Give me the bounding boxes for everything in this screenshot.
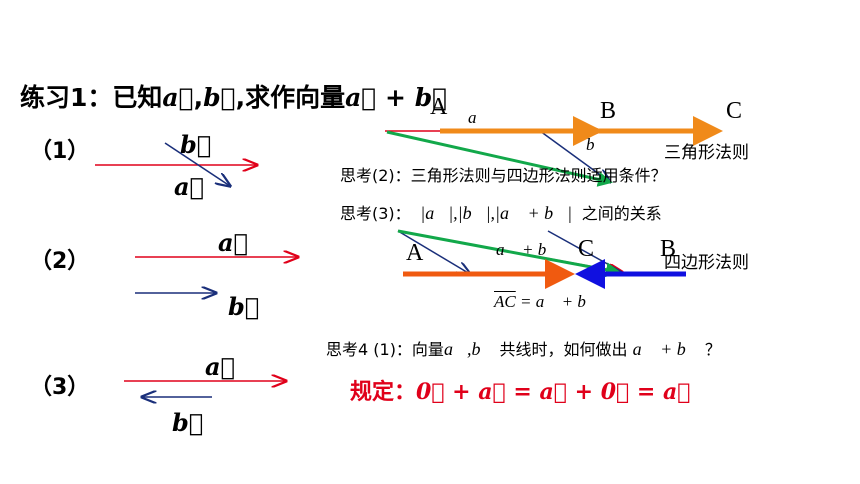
part-label-3: （3） bbox=[30, 375, 90, 400]
thought-4: 思考4 (1)：向量a⃗,b⃗ 共线时，如何做出 a⃗ + b⃗ ？ bbox=[326, 336, 721, 360]
part-label-2: （2） bbox=[30, 249, 90, 274]
tri-point-a: A bbox=[430, 94, 448, 120]
title-vec-a: a⃗ bbox=[162, 83, 194, 112]
p1-arrow-b bbox=[164, 142, 230, 186]
title-mid: ,求作向量 bbox=[235, 83, 346, 112]
p3-label-a: a⃗ bbox=[205, 352, 235, 381]
p1-label-a: a⃗ bbox=[174, 172, 204, 201]
thought-4-vecs: a⃗,b⃗ bbox=[443, 339, 495, 359]
thought-3: 思考(3)： |a⃗|,|b⃗|,|a⃗ + b⃗| 之间的关系 bbox=[340, 200, 662, 224]
para-point-b: B bbox=[660, 236, 677, 262]
thought-4-tail: ？ bbox=[704, 340, 721, 359]
title-comma: , bbox=[193, 83, 204, 112]
thought-4-mid: 共线时，如何做出 bbox=[499, 340, 628, 359]
tri-label-a: a⃗ bbox=[468, 108, 490, 127]
parallelogram-rule-label: 四边形法则 bbox=[664, 253, 749, 273]
para-sum-label: a⃗ + b⃗ bbox=[496, 240, 560, 259]
title-plus: + bbox=[385, 83, 406, 112]
para-result-ac: AC bbox=[494, 292, 516, 311]
para-result: AC = a⃗ + b⃗ bbox=[494, 292, 600, 311]
rule-expr: 0⃗ + a⃗ = a⃗ + 0⃗ = a⃗ bbox=[416, 379, 691, 405]
tri-point-b: B bbox=[600, 98, 617, 124]
thought-3-expr: |a⃗|,|b⃗|,|a⃗ + b⃗| bbox=[415, 203, 577, 223]
para-point-a: A bbox=[406, 240, 424, 266]
tri-label-b: b⃗ bbox=[586, 135, 608, 154]
p3-label-b: b⃗ bbox=[172, 408, 204, 437]
title-vec-b: b⃗ bbox=[203, 83, 236, 112]
part-label-1: （1） bbox=[30, 139, 90, 164]
para-point-c: C bbox=[578, 236, 595, 262]
thought-3-tail: 之间的关系 bbox=[581, 204, 662, 223]
p2-label-b: b⃗ bbox=[228, 292, 260, 321]
thought-4-sum: a⃗ + b⃗ bbox=[632, 339, 700, 359]
thought-2: 思考(2)：三角形法则与四边形法则适用条件？ bbox=[340, 166, 667, 185]
para-arrow-b bbox=[397, 230, 470, 274]
triangle-rule-label: 三角形法则 bbox=[664, 143, 749, 163]
title-prefix: 练习1：已知 bbox=[20, 83, 163, 112]
rule-label: 规定： bbox=[350, 380, 417, 405]
p2-label-a: a⃗ bbox=[218, 228, 248, 257]
p1-label-b: b⃗ bbox=[180, 130, 212, 159]
title-vec-a2: a⃗ bbox=[345, 83, 377, 112]
thought-4-prefix: 思考4 (1)：向量 bbox=[326, 340, 444, 359]
thought-3-prefix: 思考(3)： bbox=[340, 204, 411, 223]
zero-vector-rule: 规定：0⃗ + a⃗ = a⃗ + 0⃗ = a⃗ bbox=[350, 374, 690, 406]
tri-arrow-ac bbox=[386, 130, 613, 187]
title-vec-b2: b⃗ bbox=[414, 83, 448, 112]
tri-point-c: C bbox=[726, 98, 743, 124]
page-title: 练习1：已知a⃗,b⃗,求作向量a⃗ + b⃗ bbox=[20, 78, 447, 114]
